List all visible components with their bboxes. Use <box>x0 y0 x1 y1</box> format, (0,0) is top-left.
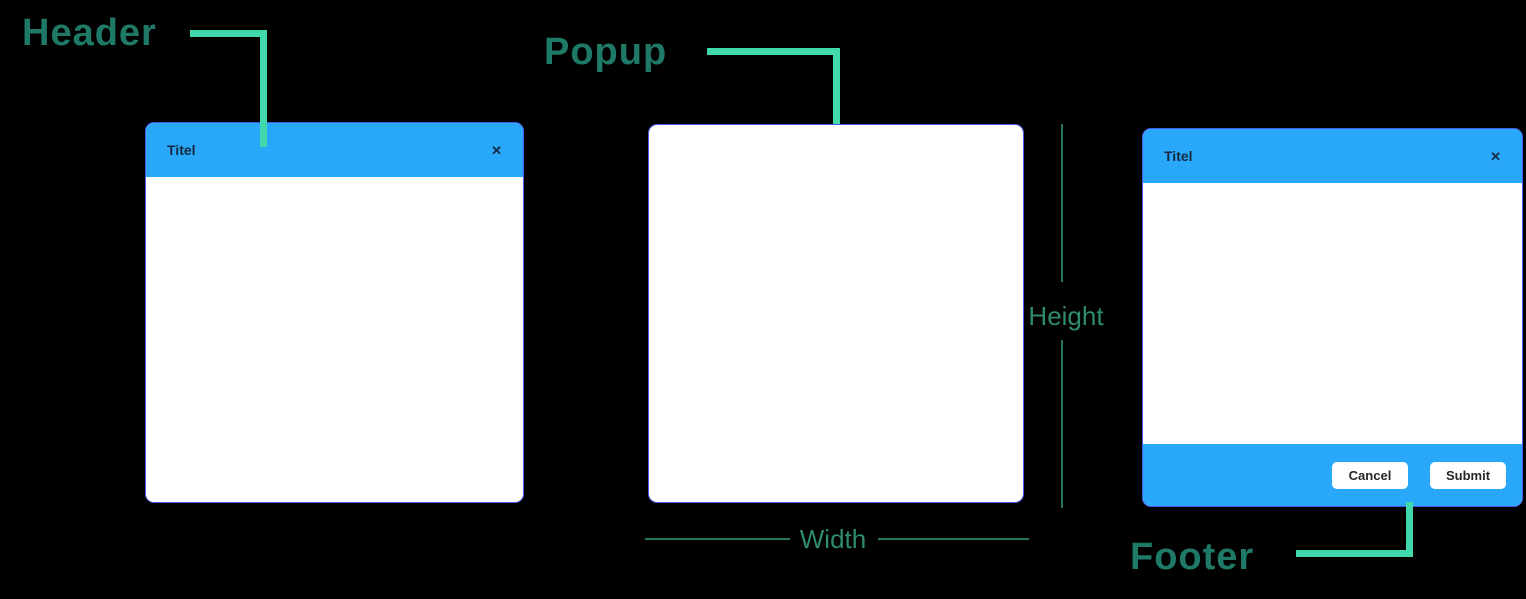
height-dimension-line-top <box>1061 124 1063 282</box>
width-dimension-line-left <box>645 538 790 540</box>
header-connector-horizontal <box>190 30 267 37</box>
width-dimension-line-right <box>878 538 1029 540</box>
popup-body <box>1143 183 1522 444</box>
popup-title: Titel <box>167 142 196 158</box>
close-icon[interactable]: ✕ <box>1490 148 1501 164</box>
popup-annotation-label: Popup <box>544 31 668 73</box>
header-connector-vertical <box>260 30 267 147</box>
cancel-button[interactable]: Cancel <box>1332 461 1408 489</box>
popup-header-bar: Titel ✕ <box>146 123 523 177</box>
footer-connector-horizontal <box>1296 550 1413 557</box>
close-icon[interactable]: ✕ <box>491 142 502 158</box>
popup-with-header: Titel ✕ <box>145 122 524 503</box>
width-dimension-label: Width <box>799 524 867 554</box>
footer-connector-vertical <box>1406 502 1413 557</box>
popup-body <box>146 177 523 502</box>
popup-footer-bar: Cancel Submit <box>1143 444 1522 506</box>
popup-connector-vertical <box>833 48 840 124</box>
popup-title: Titel <box>1164 148 1193 164</box>
popup-header-bar: Titel ✕ <box>1143 129 1522 183</box>
popup-with-footer: Titel ✕ Cancel Submit <box>1142 128 1523 507</box>
footer-annotation-label: Footer <box>1130 536 1255 578</box>
popup-plain <box>648 124 1024 503</box>
submit-button[interactable]: Submit <box>1430 461 1506 489</box>
popup-body <box>649 125 1023 502</box>
header-annotation-label: Header <box>22 12 157 54</box>
popup-connector-horizontal <box>707 48 840 55</box>
height-dimension-line-bottom <box>1061 340 1063 508</box>
height-dimension-label: Height <box>1028 301 1104 331</box>
